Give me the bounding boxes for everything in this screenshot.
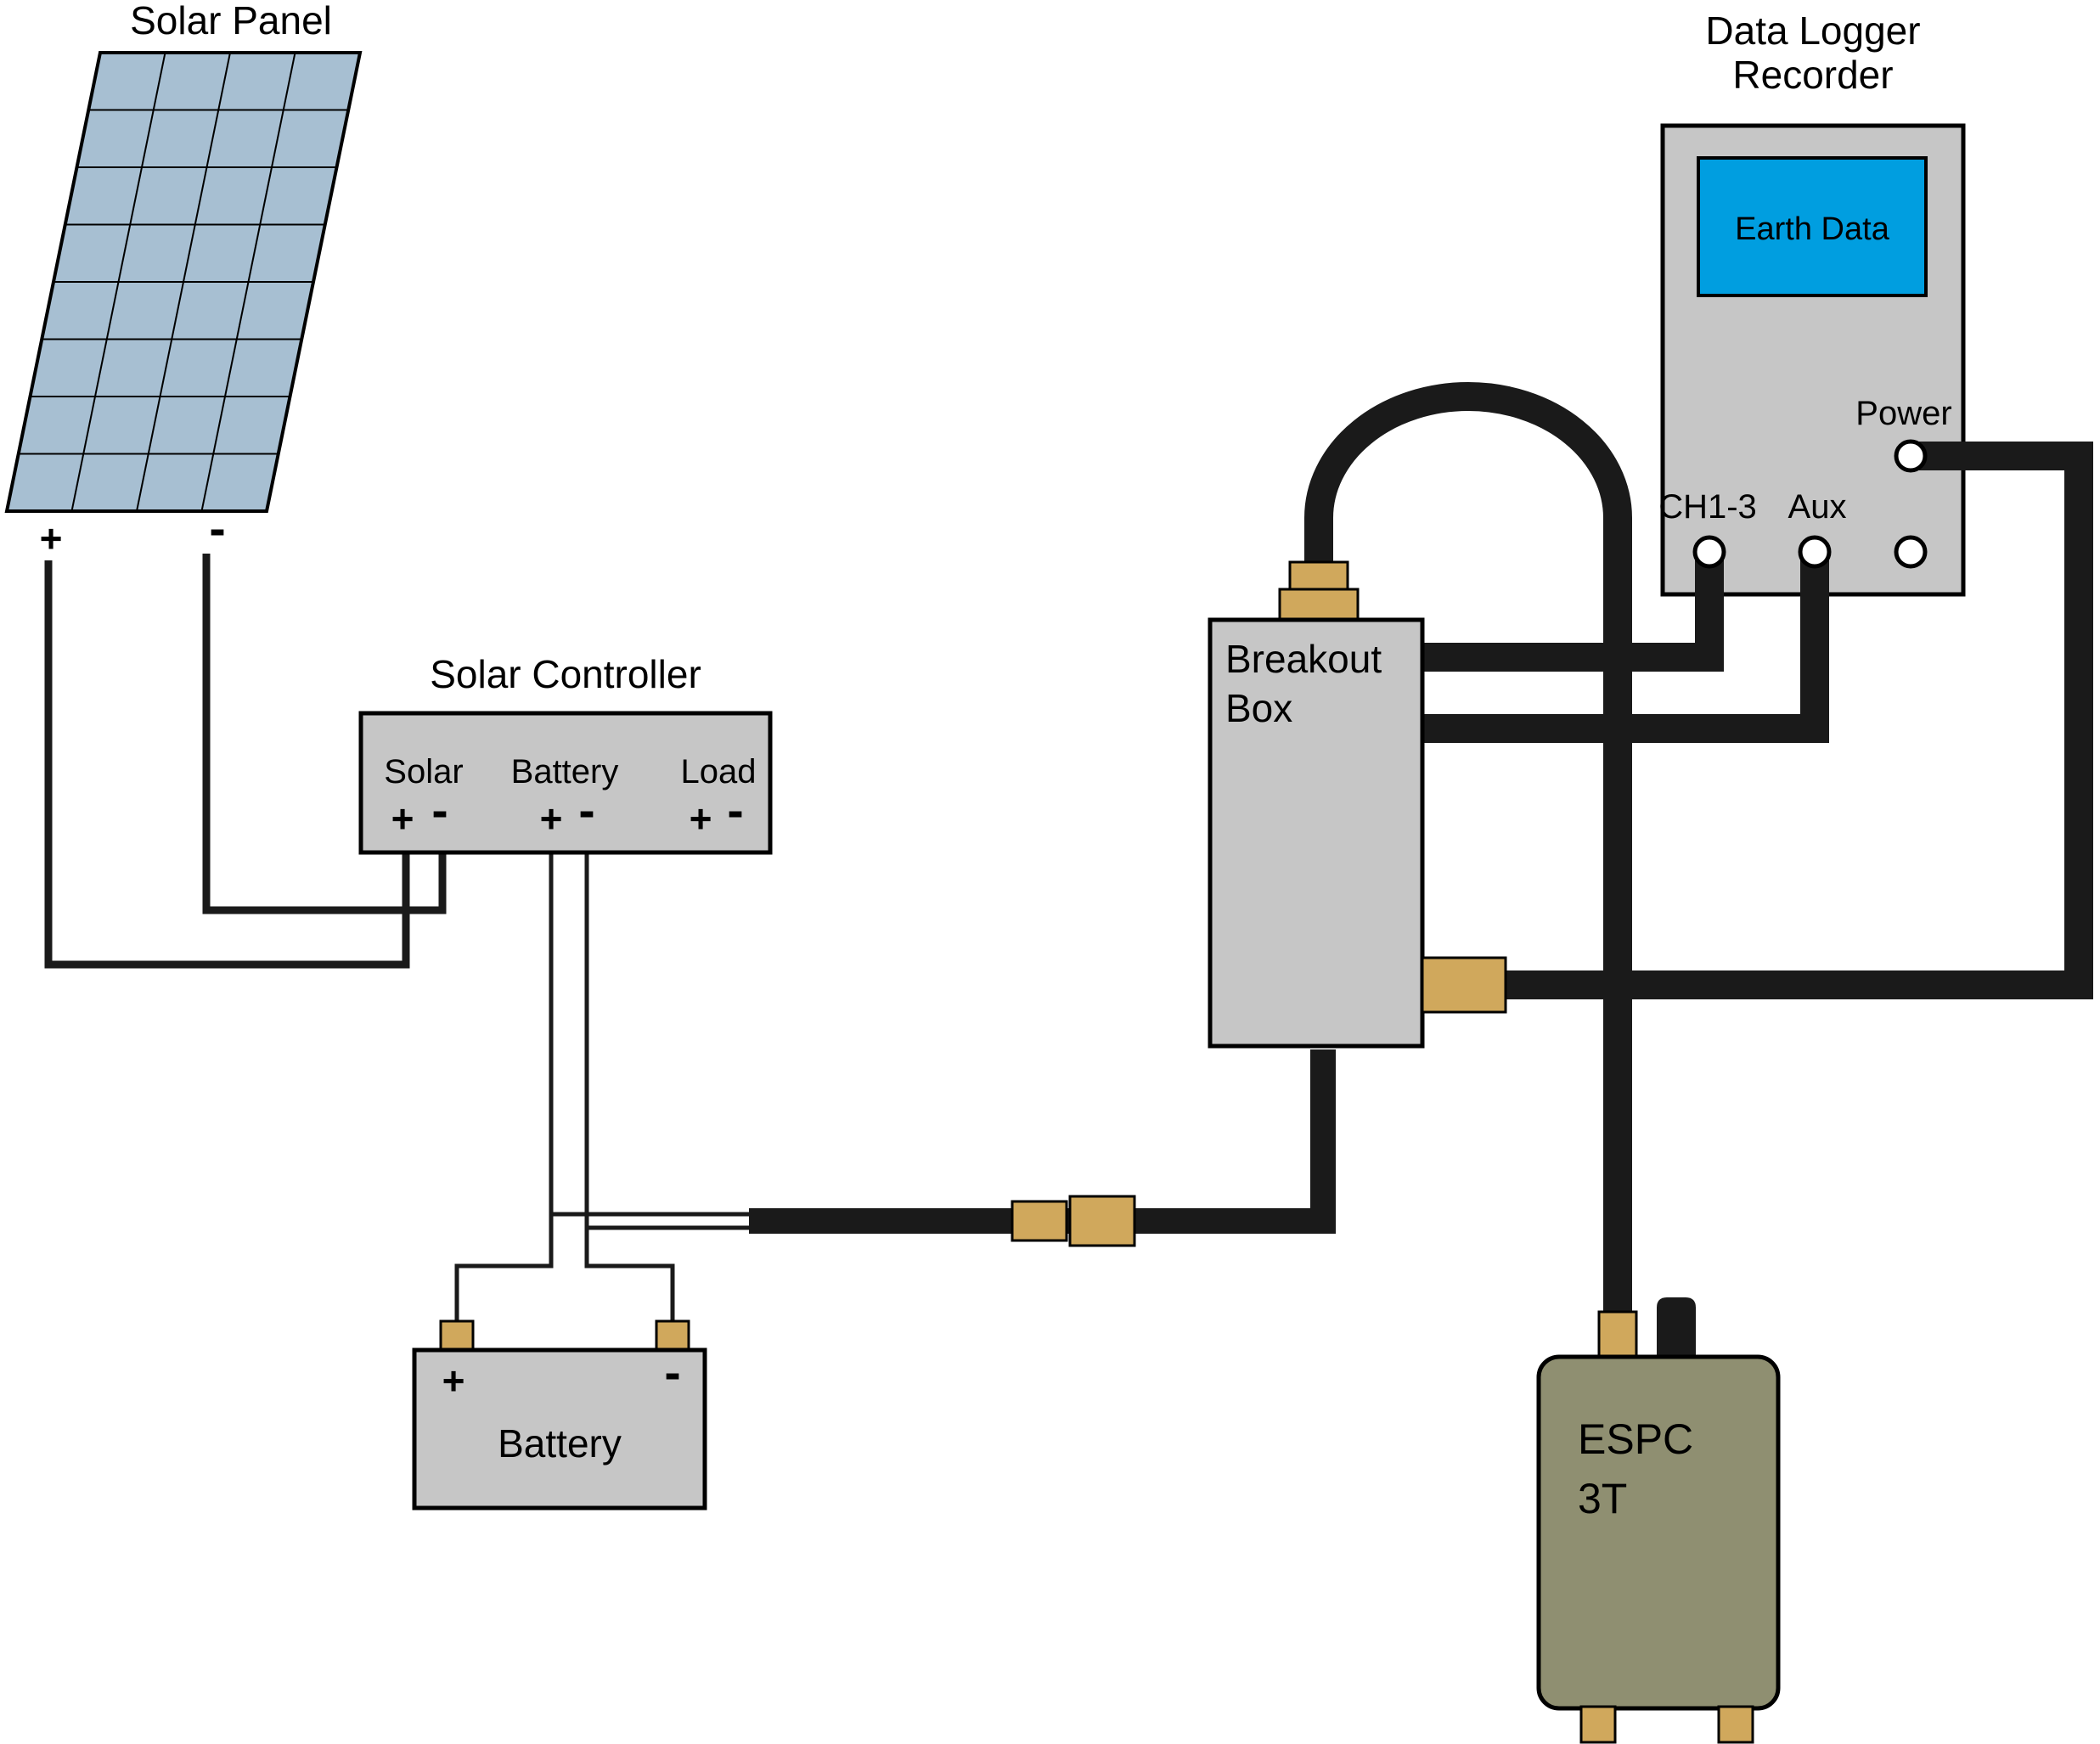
spare-port	[1894, 535, 1928, 569]
power-port	[1894, 439, 1928, 473]
inline-connector-part-1	[1011, 1200, 1068, 1242]
solar-panel-minus-sign: -	[209, 501, 225, 556]
screen-text: Earth Data	[1735, 211, 1890, 247]
inline-connector-part-2	[1068, 1195, 1136, 1247]
port-label-load: Load	[681, 753, 757, 790]
solar-panel-plus-sign: +	[40, 516, 63, 560]
inline-cable-connector	[1011, 1195, 1136, 1247]
espc-body	[1536, 1354, 1781, 1711]
battery: + - Battery	[412, 1319, 707, 1511]
power-cable	[1503, 442, 2093, 999]
solar-panel: Solar Panel + -	[4, 0, 363, 560]
battery-body	[412, 1347, 707, 1511]
ch1-3-cable	[1423, 552, 1724, 672]
aux-label: Aux	[1788, 488, 1847, 526]
breakout-top-connector-lower	[1278, 588, 1360, 625]
data-logger-screen	[1697, 156, 1928, 297]
panel-plus-wire	[44, 560, 410, 969]
aux-port	[1798, 535, 1832, 569]
espc-label-line1: ESPC	[1578, 1415, 1693, 1463]
solar-minus-sign: -	[431, 783, 448, 838]
espc-black-connector	[1657, 1297, 1696, 1360]
panel-minus-wire	[202, 554, 447, 914]
breakout-espc-arch-cable	[1304, 382, 1632, 1318]
power-input-cable	[749, 1049, 1336, 1234]
power-label: Power	[1855, 395, 1951, 432]
solar-controller-body	[358, 711, 773, 855]
ch1-3-label: CH1-3	[1658, 488, 1757, 526]
aux-cable	[1423, 552, 1829, 743]
breakout-box: Breakout Box	[1208, 560, 1507, 1049]
battery-plus-terminal	[439, 1319, 475, 1353]
battery-minus-terminal	[655, 1319, 690, 1353]
battery-plus-sign: +	[442, 1359, 465, 1403]
espc-label-line2: 3T	[1578, 1475, 1627, 1522]
data-logger-title-line1: Data Logger	[1705, 8, 1920, 53]
controller-battery-minus-wire	[584, 852, 675, 1325]
battery-plus-sign: +	[540, 796, 563, 841]
solar-panel-grid	[18, 52, 349, 512]
ch1-3-port	[1692, 535, 1726, 569]
panel-wires	[44, 554, 447, 969]
breakout-top-connector-upper	[1288, 560, 1349, 593]
solar-controller: Solar Controller Solar Battery Load + - …	[358, 652, 773, 855]
battery-minus-sign: -	[578, 783, 594, 838]
data-logger-title-line2: Recorder	[1732, 53, 1893, 97]
breakout-box-label-line2: Box	[1225, 686, 1292, 730]
solar-plus-sign: +	[391, 796, 414, 841]
data-logger: Data Logger Recorder Earth Data Power CH…	[1658, 8, 1966, 597]
battery-minus-sign: -	[664, 1345, 680, 1400]
espc-bottom-connector-left	[1579, 1705, 1617, 1744]
solar-panel-title: Solar Panel	[130, 0, 332, 42]
port-label-battery: Battery	[511, 753, 619, 790]
espc-top-connector	[1597, 1310, 1638, 1361]
breakout-right-connector	[1421, 956, 1507, 1014]
battery-label: Battery	[498, 1421, 622, 1466]
espc-sensor: ESPC 3T	[1536, 1297, 1781, 1744]
solar-controller-title: Solar Controller	[430, 652, 701, 696]
breakout-box-body	[1208, 617, 1425, 1049]
load-minus-sign: -	[727, 783, 743, 838]
controller-battery-plus-wire	[454, 852, 554, 1325]
battery-wires	[454, 852, 754, 1325]
port-label-solar: Solar	[384, 753, 463, 790]
load-plus-sign: +	[690, 796, 712, 841]
data-logger-ports	[1692, 439, 1928, 569]
espc-bottom-connector-right	[1717, 1705, 1754, 1744]
breakout-box-label-line1: Breakout	[1225, 637, 1382, 681]
